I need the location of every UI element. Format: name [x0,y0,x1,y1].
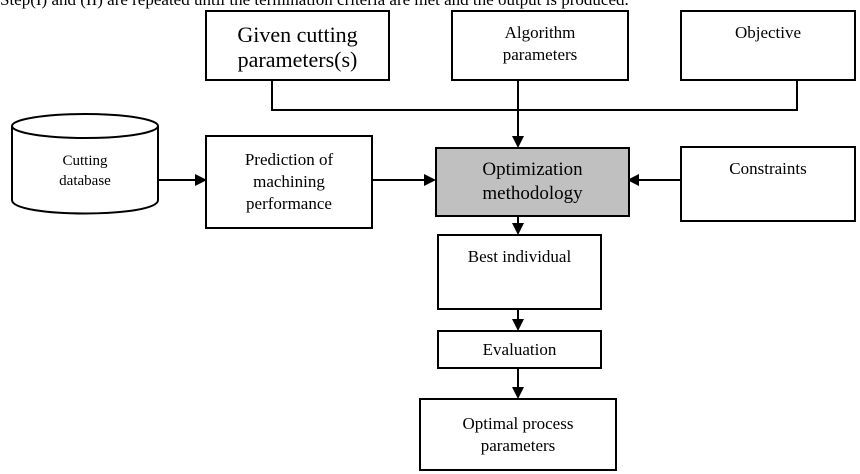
optimization-methodology-label: Optimization methodology [482,158,583,204]
optimal-process-parameters-label: Optimal process parameters [462,413,574,455]
evaluation-node: Evaluation [437,330,602,369]
cutting-database-label: Cutting database [59,153,111,189]
database-cylinder-shape [11,113,159,215]
objective-label: Objective [734,23,802,42]
constraints-label: Constraints [729,159,807,178]
constraints-node: Constraints [680,146,856,222]
best-individual-label: Best individual [467,247,572,266]
evaluation-label: Evaluation [482,339,557,359]
optimization-methodology-node: Optimization methodology [435,147,630,217]
prediction-label: Prediction of machining performance [244,150,334,213]
given-parameters-node: Given cutting parameters(s) [205,10,390,81]
algorithm-parameters-node: Algorithm parameters [451,10,629,81]
objective-node: Objective [680,10,856,81]
prediction-node: Prediction of machining performance [205,135,373,229]
caption-text-fragment: Step(I) and (II) are repeated until the … [0,0,629,10]
algorithm-parameters-label: Algorithm parameters [502,23,578,64]
best-individual-node: Best individual [437,234,602,310]
given-parameters-label: Given cutting parameters(s) [237,22,358,73]
optimal-process-parameters-node: Optimal process parameters [419,398,617,471]
